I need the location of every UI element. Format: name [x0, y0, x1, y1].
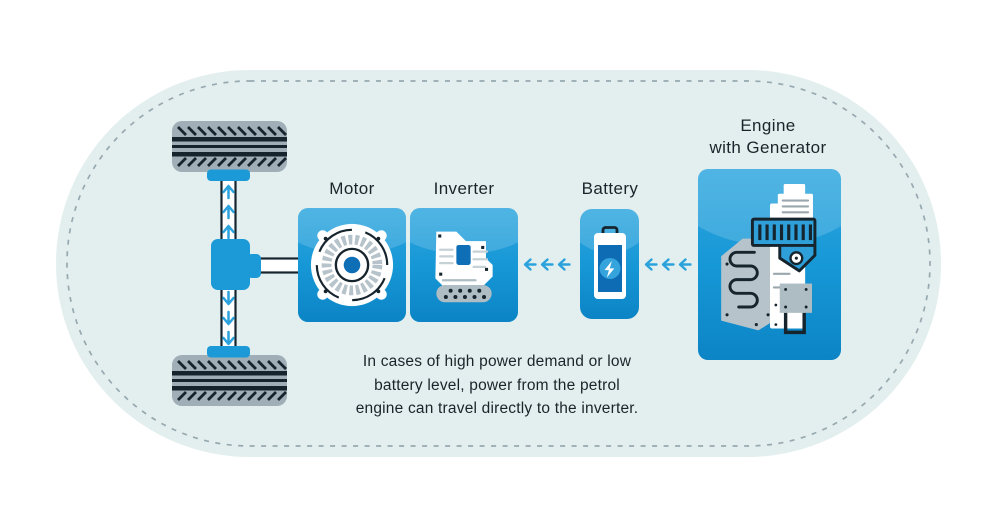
motor-box: [298, 208, 406, 322]
motor-icon: [310, 223, 394, 307]
axle-up-arrows-icon: [222, 184, 235, 240]
engine-generator-icon: [720, 183, 816, 334]
battery-box: [580, 209, 639, 319]
engine-with-generator-label: Engine with Generator: [709, 115, 826, 158]
dashed-border: [66, 80, 931, 447]
battery-label: Battery: [581, 179, 639, 198]
rear-tire-icon: [172, 355, 287, 406]
caption-text: In cases of high power demand or low bat…: [297, 350, 697, 421]
caption-line2: battery level, power from the petrol: [374, 376, 620, 394]
caption-line1: In cases of high power demand or low: [362, 353, 632, 370]
inverter-icon: [435, 231, 493, 303]
engine-with-generator-box: [698, 169, 841, 360]
motor-label: Motor: [329, 179, 375, 198]
front-tire-icon: [172, 121, 287, 172]
axle-hubs-and-differential: [207, 169, 261, 358]
engine-label-line2: with Generator: [709, 137, 827, 157]
battery-icon: [593, 226, 626, 299]
engine-to-battery-arrows-icon: [644, 258, 692, 271]
engine-label-line1: Engine: [740, 116, 796, 135]
inverter-label: Inverter: [433, 179, 495, 198]
battery-to-inverter-arrows-icon: [523, 258, 571, 271]
lightning-bolt-icon: [604, 261, 614, 278]
inverter-box: [410, 208, 518, 322]
axle-down-arrows-icon: [222, 290, 235, 346]
caption-line3: engine can travel directly to the invert…: [355, 400, 639, 417]
